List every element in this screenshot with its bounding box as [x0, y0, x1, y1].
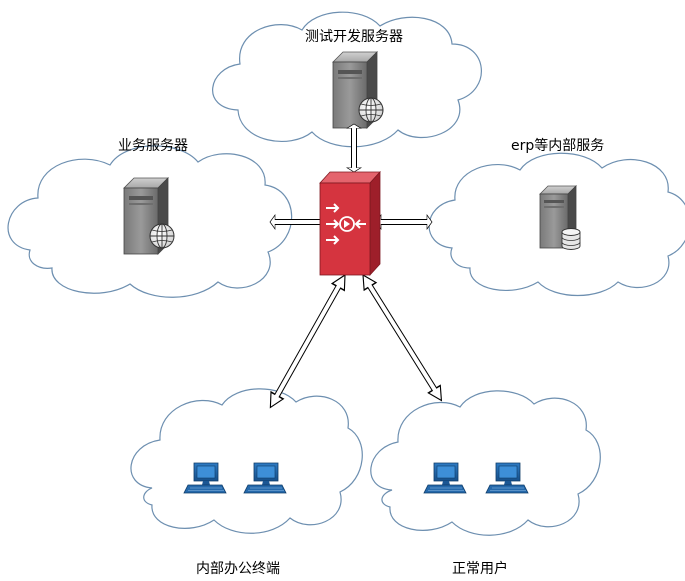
label-business: 业务服务器	[118, 138, 188, 154]
link-arrow-users	[356, 270, 449, 405]
label-office: 内部办公终端	[196, 561, 280, 577]
label-test-dev: 测试开发服务器	[305, 29, 403, 45]
web-server-icon	[332, 51, 384, 129]
label-erp: erp等内部服务	[511, 138, 605, 154]
cloud-users	[370, 390, 601, 536]
firewall-icon	[319, 170, 381, 277]
web-server-icon	[123, 177, 175, 255]
link-arrow-office	[263, 270, 352, 412]
label-users: 正常用户	[452, 561, 508, 577]
database-server-icon	[539, 185, 581, 250]
link-arrow-erp	[375, 214, 433, 230]
cloud-office	[130, 388, 363, 534]
